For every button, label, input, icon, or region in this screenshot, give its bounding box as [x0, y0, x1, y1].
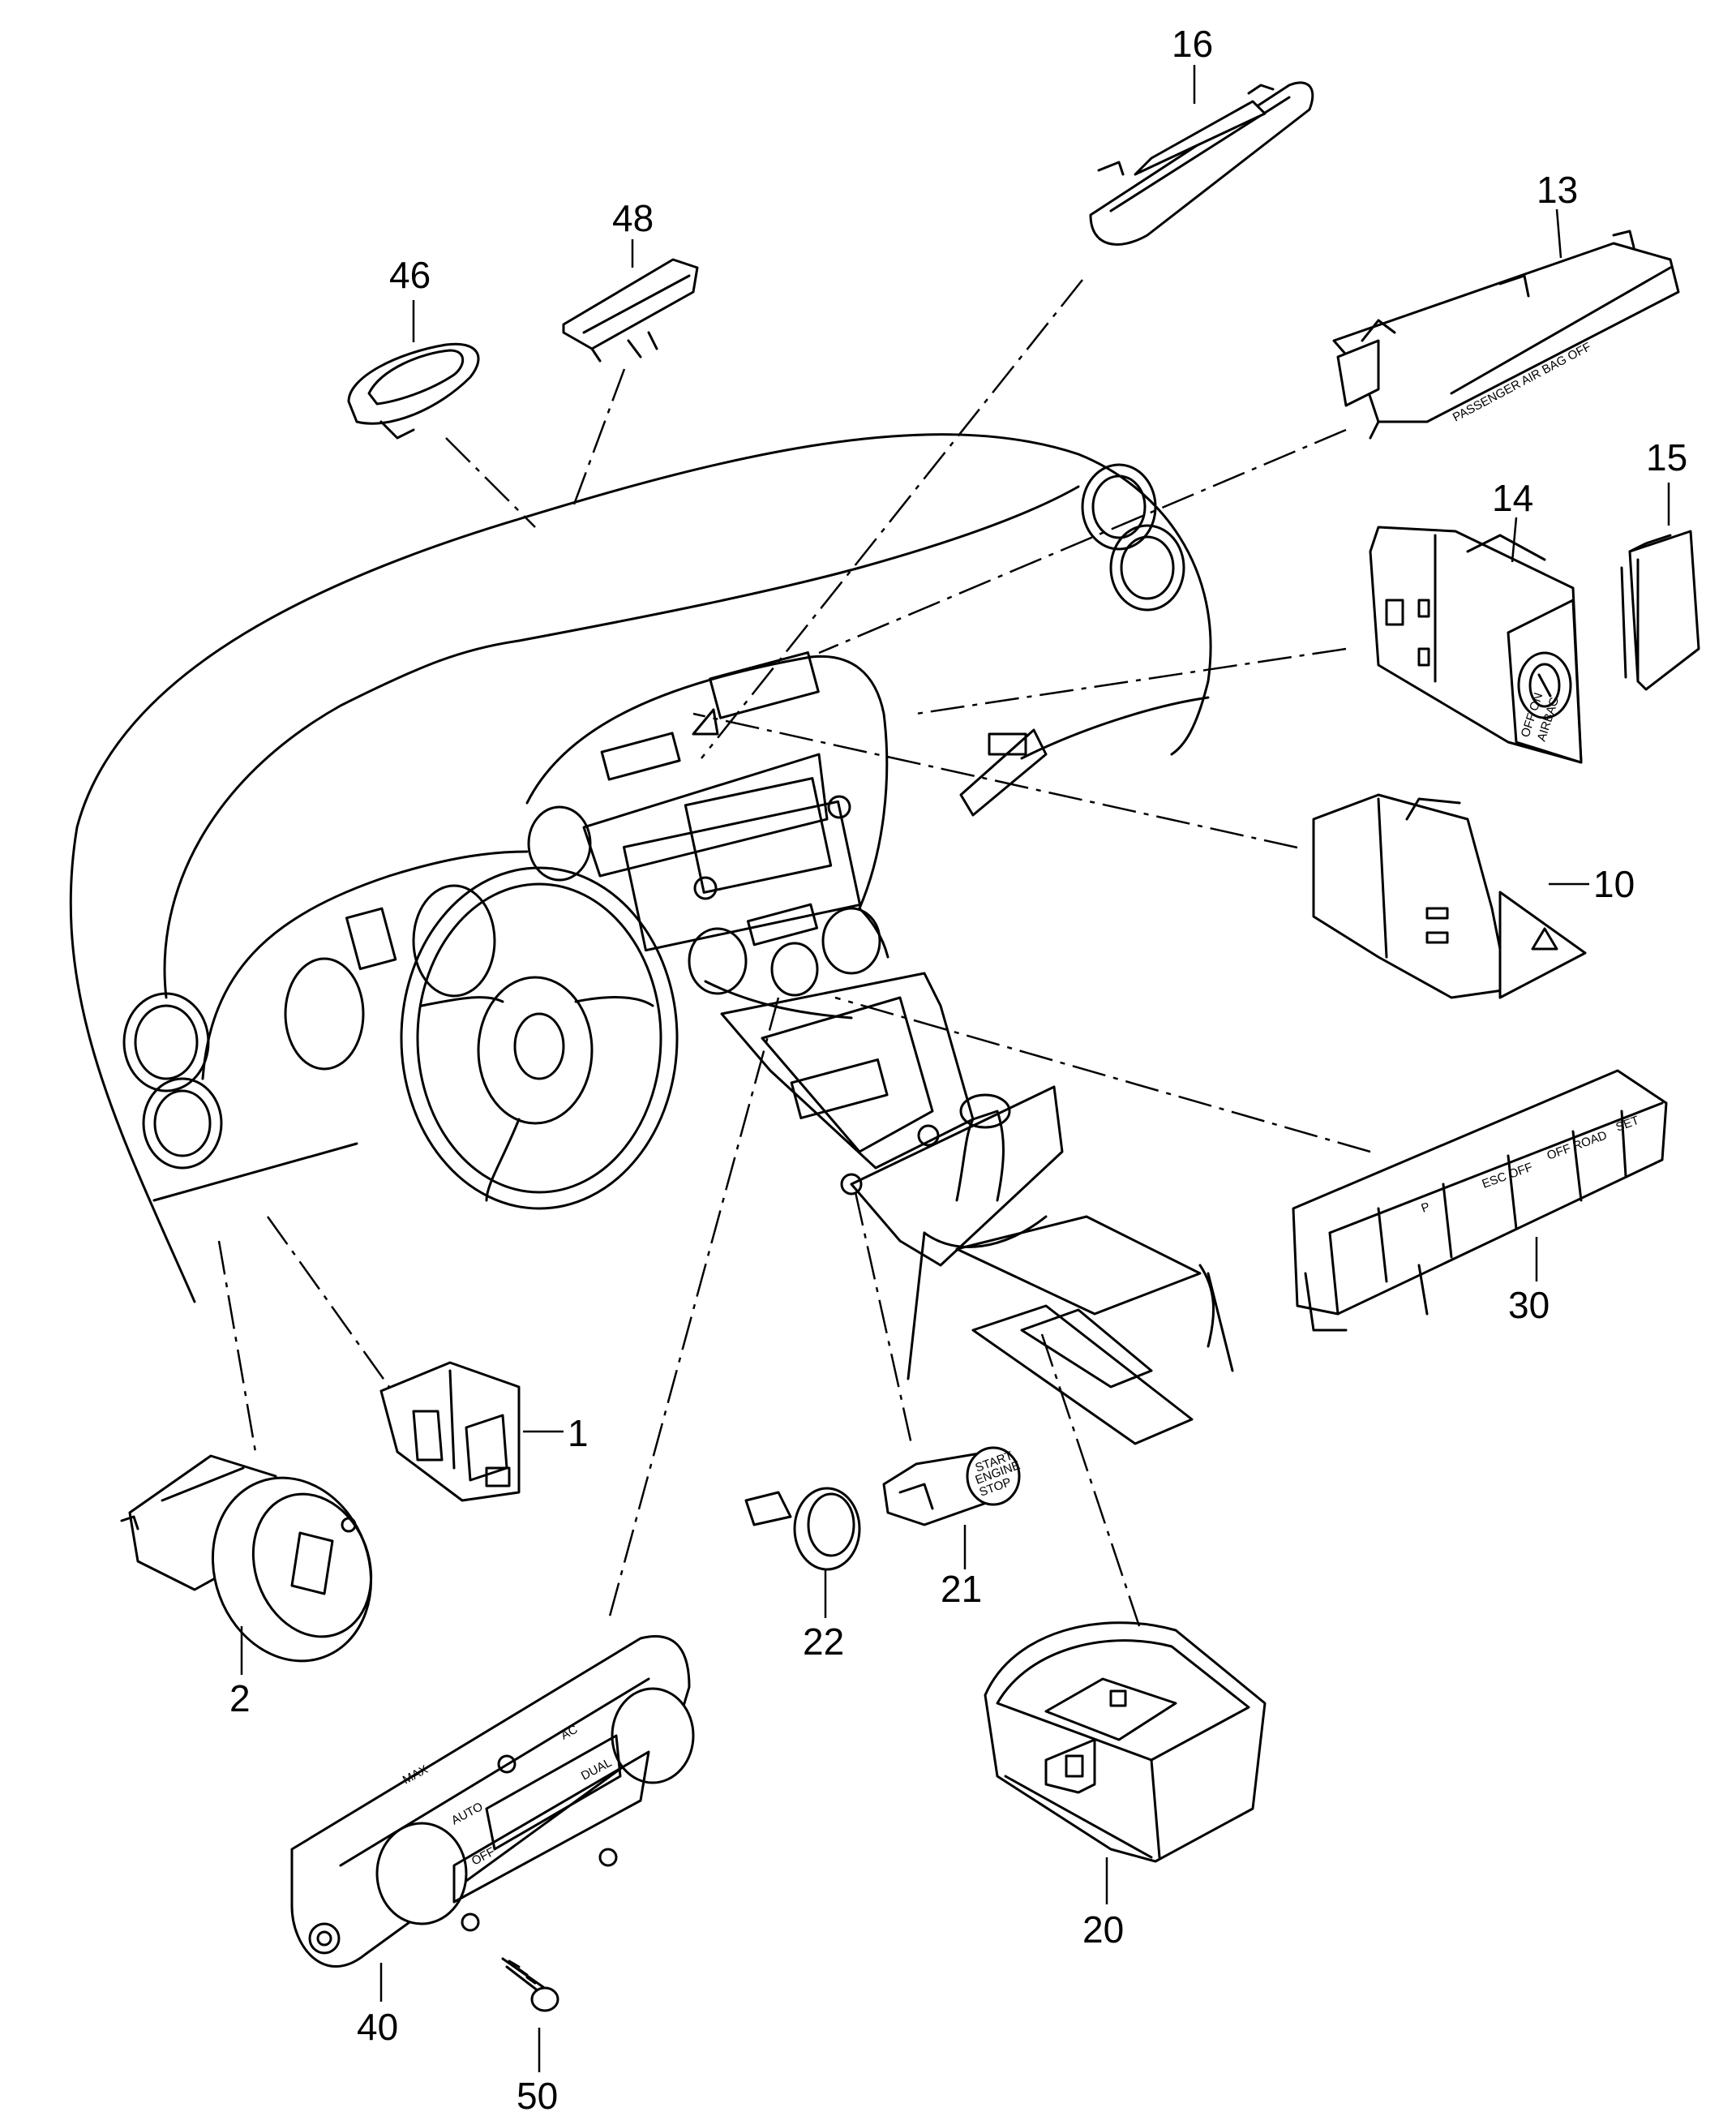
- callout-13: 13: [1537, 169, 1578, 211]
- callout-30: 30: [1508, 1284, 1550, 1326]
- callout-22: 22: [803, 1620, 844, 1663]
- part-10-hazard-switch: [1312, 793, 1589, 999]
- callout-numbers: 16 13 48 46 14 15 10 30 1 2 22 21 20 40 …: [229, 23, 1687, 2112]
- callout-50: 50: [517, 2075, 558, 2112]
- callout-1: 1: [568, 1412, 589, 1454]
- part-30-switch-strip: P ESC OFF OFF ROAD SET: [1292, 1069, 1668, 1332]
- callout-40: 40: [357, 2006, 398, 2048]
- part-14-airbag-key-switch: OFF ON AIRBAG: [1369, 517, 1583, 764]
- part-48-switch: [562, 239, 699, 363]
- part-13-airbag-off-indicator: PASSENGER AIR BAG OFF: [1332, 208, 1680, 440]
- part-16-cover: [1089, 65, 1314, 246]
- callout-20: 20: [1082, 1908, 1124, 1951]
- part-1-switch-module: [379, 1361, 564, 1502]
- callout-21: 21: [941, 1568, 982, 1610]
- dash-dot-leaders: [217, 279, 1371, 1627]
- part-20-console-tray: [984, 1621, 1267, 1904]
- dashboard-assembly: [69, 433, 1234, 1445]
- part-2-headlight-switch: [120, 1454, 373, 1675]
- callout-16: 16: [1172, 23, 1213, 65]
- part-22-ring: [744, 1487, 861, 1618]
- callout-10: 10: [1593, 863, 1635, 905]
- callout-15: 15: [1646, 436, 1687, 479]
- part-46-button: [347, 300, 480, 440]
- callout-46: 46: [389, 254, 431, 296]
- part-40-climate-control: MAX AUTO OFF AC DUAL: [290, 1635, 695, 2002]
- part-15-blank-cover: [1620, 483, 1700, 691]
- callout-48: 48: [612, 197, 654, 239]
- callout-14: 14: [1492, 477, 1533, 519]
- part-21-start-button: START ENGINE STOP: [882, 1446, 1022, 1569]
- part-50-screw: [501, 1957, 559, 2072]
- callout-2: 2: [229, 1677, 251, 1719]
